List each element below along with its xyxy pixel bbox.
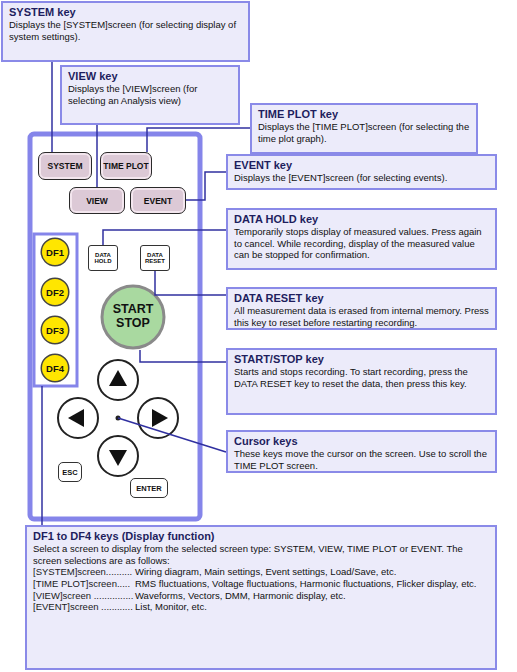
key-label: DATA HOLD	[91, 252, 115, 265]
leader-line	[103, 230, 226, 245]
callout-box: SYSTEM keyDisplays the [SYSTEM]screen (f…	[1, 1, 250, 62]
callout-box: EVENT keyDisplays the [EVENT]screen (for…	[226, 154, 497, 190]
callout-body: Displays the [TIME PLOT]screen (for sele…	[258, 121, 470, 144]
callout-body: Select a screen to display from the sele…	[33, 543, 489, 566]
callout-box: DATA RESET keyAll measurement data is er…	[226, 287, 497, 330]
screen-name: [EVENT]screen ............	[33, 601, 135, 613]
key-label: DATA RESET	[143, 252, 167, 265]
key-label: SYSTEM	[48, 161, 83, 171]
arrow-symbol	[109, 450, 127, 466]
callout-box: VIEW keyDisplays the [VIEW]screen (for s…	[60, 65, 240, 125]
callout-heading: DATA RESET key	[234, 292, 489, 305]
leader-line	[118, 418, 226, 452]
table-row: [TIME PLOT]screen.....RMS fluctuations, …	[33, 578, 489, 590]
key-label: DF1	[46, 247, 64, 258]
screen-list: RMS fluctuations, Voltage fluctuations, …	[135, 578, 489, 590]
key-label: ESC	[62, 468, 77, 477]
leader-line	[140, 350, 226, 362]
callout-body: Displays the [VIEW]screen (for selecting…	[68, 83, 232, 106]
circle-shape	[41, 354, 69, 382]
key-label: START STOP	[105, 303, 161, 331]
table-row: [EVENT]screen ............List, Monitor,…	[33, 601, 489, 613]
callout-box: START/STOP keyStarts and stops recording…	[226, 348, 497, 415]
circle-shape	[41, 238, 69, 266]
key-label: VIEW	[86, 196, 108, 206]
df-key: DF1	[40, 237, 70, 267]
cursor-key	[58, 398, 98, 438]
key-button: EVENT	[130, 187, 186, 214]
callout-heading: Cursor keys	[234, 435, 489, 448]
leader-line	[155, 271, 226, 295]
callout-heading: TIME PLOT key	[258, 108, 470, 121]
callout-box: DF1 to DF4 keys (Display function)Select…	[25, 525, 497, 670]
df-key: DF4	[40, 353, 70, 383]
callout-body: Displays the [EVENT]screen (for selectin…	[234, 172, 489, 184]
df-group-frame	[34, 234, 77, 386]
cursor-key	[98, 436, 138, 476]
screen-list: Waveforms, Vectors, DMM, Harmonic displa…	[135, 590, 489, 602]
key-label: ENTER	[136, 484, 161, 493]
cursor-key	[138, 398, 178, 438]
small-key: DATA HOLD	[88, 245, 118, 271]
df-key: DF2	[40, 277, 70, 307]
callout-box: TIME PLOT keyDisplays the [TIME PLOT]scr…	[250, 103, 478, 154]
circle-shape	[41, 316, 69, 344]
key-label: EVENT	[144, 196, 172, 206]
key-label: DF4	[46, 363, 64, 374]
callout-body: These keys move the cursor on the screen…	[234, 448, 489, 471]
arrow-symbol	[152, 409, 168, 427]
small-key: DATA RESET	[140, 245, 170, 271]
screen-list: List, Monitor, etc.	[135, 601, 489, 613]
callout-heading: SYSTEM key	[9, 6, 242, 19]
callout-heading: DF1 to DF4 keys (Display function)	[33, 530, 489, 543]
leader-line	[186, 172, 226, 200]
key-label: TIME PLOT	[103, 161, 148, 171]
callout-box: Cursor keysThese keys move the cursor on…	[226, 430, 497, 473]
screen-name: [TIME PLOT]screen.....	[33, 578, 135, 590]
callout-body: Temporarily stops display of measured va…	[234, 226, 489, 261]
leader-line	[51, 62, 53, 152]
leader-line	[96, 125, 98, 187]
screen-list: Wiring diagram, Main settings, Event set…	[135, 566, 489, 578]
key-button: TIME PLOT	[100, 152, 152, 180]
keypad-panel	[30, 134, 200, 519]
circle-shape	[41, 278, 69, 306]
arrow-symbol	[109, 370, 127, 386]
table-row: [VIEW]screen ...............Waveforms, V…	[33, 590, 489, 602]
leader-line	[147, 128, 250, 152]
screen-name: [SYSTEM]screen..........	[33, 566, 135, 578]
key-label: DF3	[46, 325, 64, 336]
callout-body: Displays the [SYSTEM]screen (for selecti…	[9, 19, 242, 42]
key-button: ENTER	[130, 478, 168, 498]
df-key: DF3	[40, 315, 70, 345]
cursor-key	[98, 360, 138, 400]
callout-heading: EVENT key	[234, 159, 489, 172]
leader-line	[41, 386, 43, 525]
callout-box: DATA HOLD keyTemporarily stops display o…	[226, 208, 497, 270]
circle-shape	[102, 286, 164, 348]
start-stop-key: START STOP	[100, 284, 166, 350]
key-button: SYSTEM	[38, 152, 92, 180]
callout-body: All measurement data is erased from inte…	[234, 305, 489, 328]
key-label: DF2	[46, 287, 64, 298]
table-row: [SYSTEM]screen..........Wiring diagram, …	[33, 566, 489, 578]
callout-heading: START/STOP key	[234, 353, 489, 366]
callout-body: Starts and stops recording. To start rec…	[234, 366, 489, 389]
arrow-symbol	[68, 409, 84, 427]
key-button: ESC	[58, 462, 82, 482]
callout-heading: DATA HOLD key	[234, 213, 489, 226]
callout-heading: VIEW key	[68, 70, 232, 83]
screen-name: [VIEW]screen ...............	[33, 590, 135, 602]
key-button: VIEW	[69, 187, 125, 214]
